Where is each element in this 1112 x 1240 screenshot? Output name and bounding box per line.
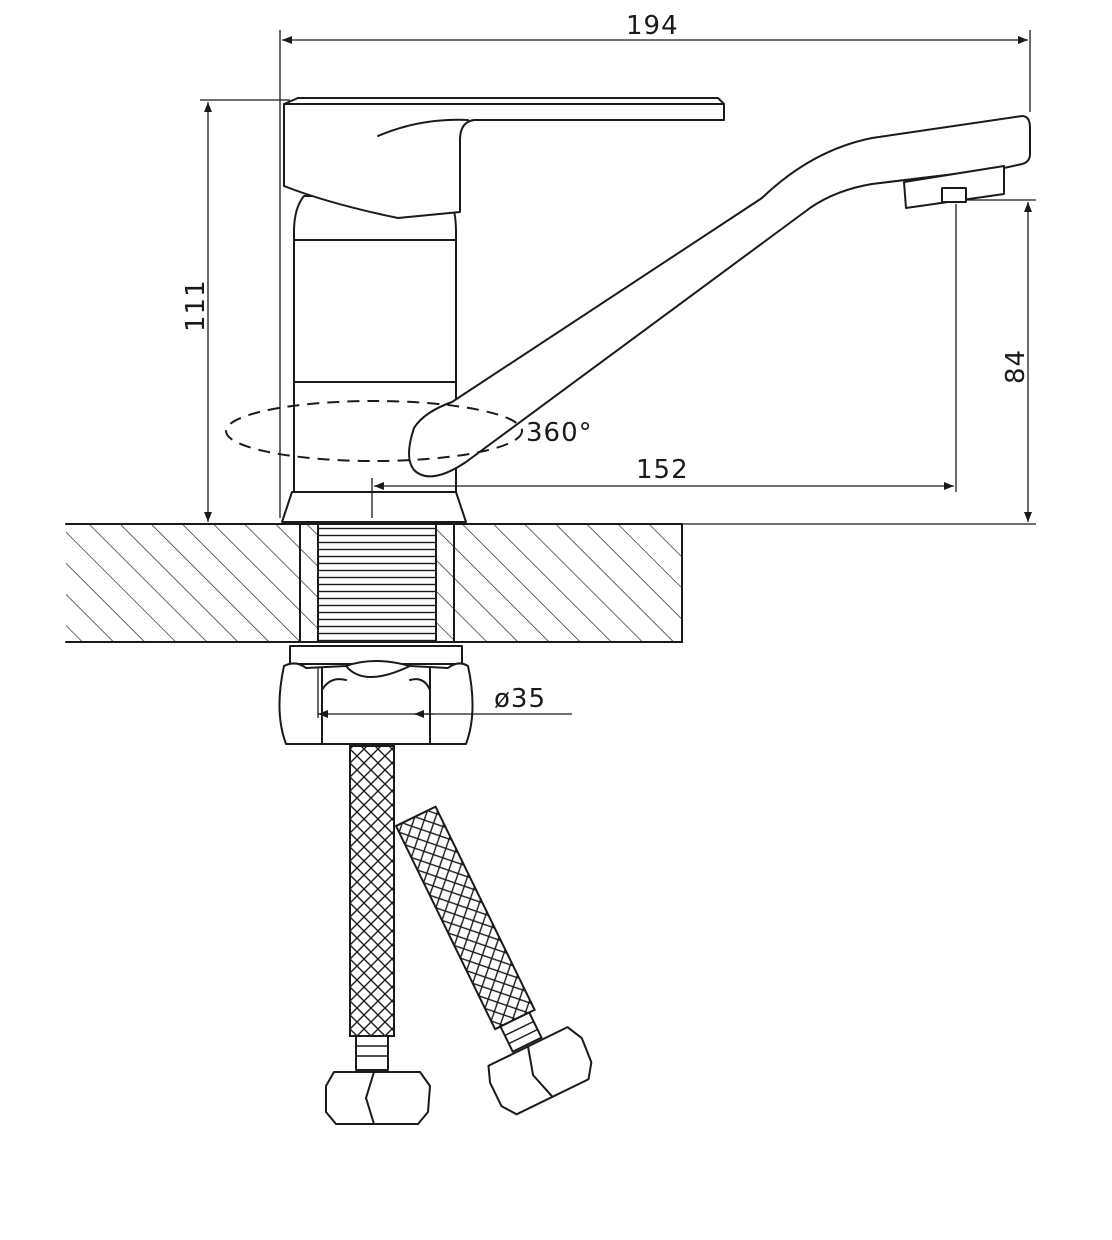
diameter-label: ø35 <box>494 684 546 714</box>
outlet-height-dimension: 84 <box>682 199 1036 525</box>
handle-lever <box>283 103 725 219</box>
swivel-indicator: 360° <box>225 400 593 462</box>
base-flange <box>281 491 467 523</box>
reach-dimension: 152 <box>371 204 957 518</box>
length-dimension: 194 <box>279 11 1031 518</box>
hose-nut-left <box>325 1071 431 1125</box>
supply-hose-right <box>394 805 593 1116</box>
countertop-section <box>65 523 683 643</box>
mounting-nut <box>278 645 474 745</box>
hose-nut-right <box>487 1026 593 1116</box>
height-dimension: 111 <box>181 99 290 522</box>
diameter-dimension: ø35 <box>317 668 572 718</box>
length-label: 194 <box>626 11 679 41</box>
supply-hose-left <box>325 745 431 1125</box>
spout <box>408 115 1031 478</box>
faucet-body <box>281 97 1031 523</box>
threaded-stud <box>299 523 455 643</box>
reach-label: 152 <box>636 455 689 485</box>
height-label: 111 <box>181 279 211 332</box>
swivel-angle-label: 360° <box>526 418 593 448</box>
outlet-height-label: 84 <box>1001 349 1031 384</box>
countertop-hatch-left <box>66 524 318 642</box>
aerator-tip <box>941 187 967 203</box>
countertop-hatch-right <box>436 524 682 642</box>
